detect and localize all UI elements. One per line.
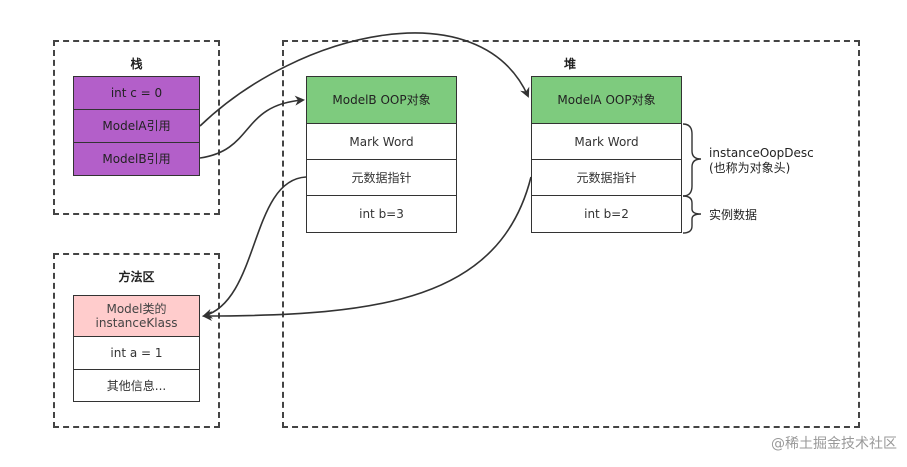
arrow-modelb-ref-to-modelb xyxy=(199,95,305,159)
model-instance-klass: Model类的 instanceKlass xyxy=(73,295,200,337)
arrow-modela-meta-to-klass xyxy=(202,176,532,321)
modela-int-b: int b=2 xyxy=(531,195,682,233)
modelb-mark-word: Mark Word xyxy=(306,123,457,160)
arrow-modela-ref-to-modela xyxy=(199,32,530,127)
method-area-int-a: int a = 1 xyxy=(73,336,200,370)
heap-region xyxy=(282,40,860,428)
modela-mark-word: Mark Word xyxy=(531,123,682,160)
modelb-metadata-pointer: 元数据指针 xyxy=(306,159,457,196)
stack-cell-modelb-ref: ModelB引用 xyxy=(73,142,200,176)
method-area-title: 方法区 xyxy=(118,270,155,284)
stack-title: 栈 xyxy=(130,57,143,71)
object-header-label-line1: instanceOopDesc xyxy=(709,146,814,160)
instance-data-label: 实例数据 xyxy=(709,208,758,222)
arrow-modelb-meta-to-klass xyxy=(202,176,307,319)
heap-title: 堆 xyxy=(563,57,576,71)
brace-instance-data xyxy=(682,195,702,234)
modelb-int-b: int b=3 xyxy=(306,195,457,233)
method-area-other-info: 其他信息... xyxy=(73,369,200,402)
brace-object-header xyxy=(682,123,702,197)
stack-region xyxy=(53,40,220,215)
modela-header: ModelA OOP对象 xyxy=(531,76,682,124)
object-header-label-line2: (也称为对象头) xyxy=(709,161,791,175)
stack-cell-modela-ref: ModelA引用 xyxy=(73,109,200,143)
watermark: @稀土掘金技术社区 xyxy=(771,436,897,452)
modela-metadata-pointer: 元数据指针 xyxy=(531,159,682,196)
modelb-header: ModelB OOP对象 xyxy=(306,76,457,124)
method-area-region xyxy=(53,253,220,428)
